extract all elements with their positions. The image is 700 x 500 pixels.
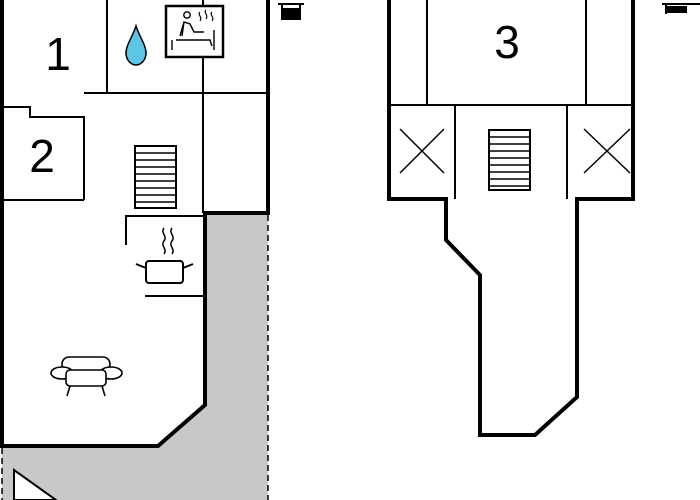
water-drop-icon	[125, 23, 147, 66]
upper-floor	[387, 0, 635, 437]
entrance-arrow-icon	[13, 468, 58, 500]
room-3-label: 3	[494, 16, 520, 68]
terrace-area	[1, 215, 269, 500]
fireplace-icon	[278, 3, 304, 20]
void-cross-icon	[583, 128, 631, 174]
void-cross-icon	[399, 128, 445, 174]
sofa-icon	[50, 356, 123, 397]
stairs-icon	[488, 129, 531, 191]
room-1-label: 1	[45, 28, 71, 80]
kitchen-pot-icon	[135, 227, 194, 284]
fireplace-icon	[662, 3, 700, 14]
stairs-icon	[134, 145, 177, 209]
room-2-label: 2	[29, 130, 55, 182]
sauna-icon	[164, 4, 225, 59]
